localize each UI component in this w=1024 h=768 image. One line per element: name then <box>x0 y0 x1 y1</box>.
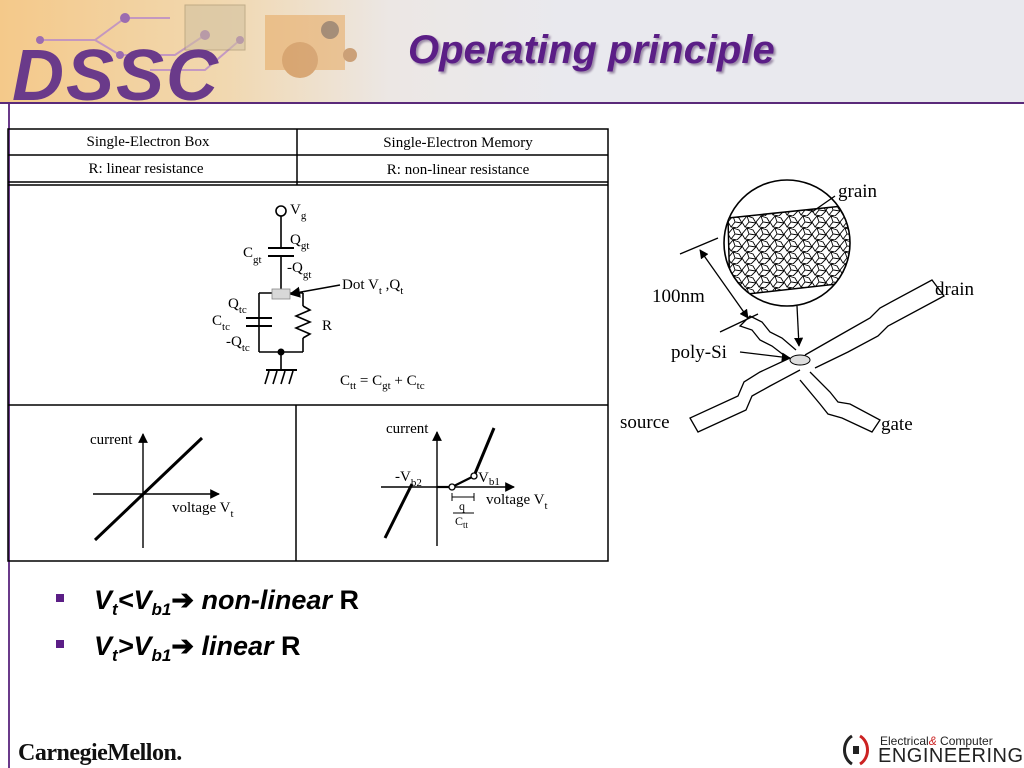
label-poly-si: poly-Si <box>671 342 727 363</box>
bullet-marker <box>56 640 64 648</box>
label-drain: drain <box>935 279 975 300</box>
ece-logo-bottom: ENGINEERING <box>878 745 1024 767</box>
ground-node <box>277 348 285 356</box>
ece-emblem-icon <box>843 734 869 766</box>
circuit-diagram <box>246 205 341 385</box>
header-divider <box>0 102 1024 104</box>
col1-subtitle: R: linear resistance <box>89 161 204 177</box>
graph-memory-neg-vb2: -Vb2 <box>395 469 422 489</box>
arrow-right-icon: ➔ <box>171 585 194 615</box>
label-vg: Vg <box>290 202 307 222</box>
bullet-marker <box>56 594 64 602</box>
header-decoration: DSSC <box>12 4 357 103</box>
graph-linear-xlabel: voltage Vt <box>172 500 234 520</box>
slide-title: Operating principle <box>408 28 775 72</box>
dot-node <box>271 288 291 300</box>
label-grain: grain <box>838 181 878 202</box>
device-illustration <box>679 179 945 433</box>
label-neg-qtc: -Qtc <box>226 334 250 354</box>
label-neg-qgt: -Qgt <box>287 260 311 281</box>
graph-linear-ylabel: current <box>90 432 133 448</box>
graph-memory-frac-num: q <box>459 499 465 513</box>
label-qtc: Qtc <box>228 296 247 316</box>
col2-subtitle: R: non-linear resistance <box>387 162 530 178</box>
header-banner: DSSC <box>0 0 1024 103</box>
label-r: R <box>322 318 332 334</box>
graph-memory-point-b <box>470 472 478 480</box>
label-ctt-equation: Ctt = Cgt + Ctc <box>340 373 425 392</box>
label-gate: gate <box>881 414 913 435</box>
carnegie-mellon-logo: CarnegieMellon. <box>18 740 182 766</box>
col2-title: Single-Electron Memory <box>383 135 533 151</box>
label-100nm: 100nm <box>652 286 705 307</box>
label-qgt: Qgt <box>290 232 309 252</box>
ece-logo: Electrical& Computer ENGINEERING <box>838 732 1023 768</box>
graph-linear <box>93 433 220 548</box>
graph-memory-vb1: Vb1 <box>478 470 500 488</box>
arrow-right-icon: ➔ <box>171 631 194 661</box>
graph-memory-xlabel: voltage Vt <box>486 492 548 512</box>
logo-text: DSSC <box>12 36 220 103</box>
label-dot: Dot Vt ,Qt <box>342 277 403 297</box>
label-source: source <box>620 412 670 433</box>
graph-memory <box>381 427 515 546</box>
graph-memory-ylabel: current <box>386 421 429 437</box>
comparison-table <box>7 128 609 562</box>
left-rule <box>8 104 10 768</box>
graph-memory-frac-den: Ctt <box>455 514 469 530</box>
graph-memory-point-a <box>448 483 456 491</box>
ece-logo-top: Electrical& Computer <box>880 734 993 748</box>
bullet-text: Vt<Vb1➔ non-linear R <box>94 585 359 619</box>
col1-title: Single-Electron Box <box>87 134 210 150</box>
label-ctc: Ctc <box>212 313 230 333</box>
bullet-text: Vt>Vb1➔ linear R <box>94 631 301 665</box>
label-cgt: Cgt <box>243 245 262 266</box>
